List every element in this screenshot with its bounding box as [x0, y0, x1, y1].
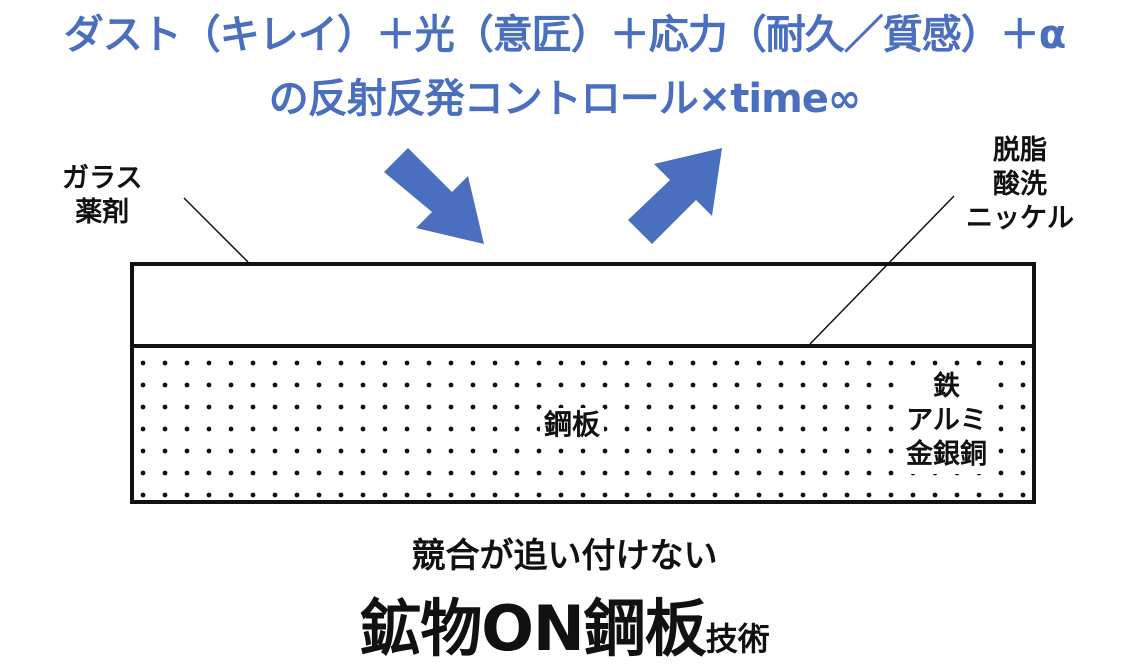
- headline-line-1: ダスト（キレイ）＋光（意匠）＋応力（耐久／質感）＋α: [63, 12, 1066, 58]
- coating-leader-line: [809, 195, 955, 345]
- metal-type-line: アルミ: [906, 405, 987, 436]
- pretreatment-label-line: 脱脂: [993, 135, 1047, 166]
- headline-line-2: の反射反発コントロール×time∞: [268, 76, 861, 122]
- glass-label: ガラス 薬剤: [62, 162, 142, 230]
- coating-layer: [130, 262, 1036, 348]
- metal-types-label: 鉄 アルミ 金銀銅: [900, 368, 993, 474]
- outgoing-arrow: [628, 148, 722, 244]
- steel-plate-label: 鋼板: [540, 408, 605, 442]
- pretreatment-label: 脱脂 酸洗 ニッケル: [966, 134, 1074, 236]
- tagline: 競合が追い付けない: [411, 536, 718, 576]
- brand-sub-text: 技術: [705, 620, 770, 658]
- glass-leader-line: [183, 197, 249, 263]
- brand-title: 鉱物ON鋼板技術: [0, 578, 1129, 668]
- pretreatment-label-line: 酸洗: [993, 169, 1047, 200]
- metal-type-line: 鉄: [933, 371, 960, 402]
- metal-type-line: 金銀銅: [906, 439, 987, 470]
- glass-label-line: ガラス: [62, 163, 143, 194]
- pretreatment-label-line: ニッケル: [966, 203, 1074, 234]
- incoming-arrow: [384, 148, 484, 244]
- brand-main-text: 鉱物ON鋼板: [359, 592, 707, 665]
- glass-label-line: 薬剤: [75, 197, 130, 228]
